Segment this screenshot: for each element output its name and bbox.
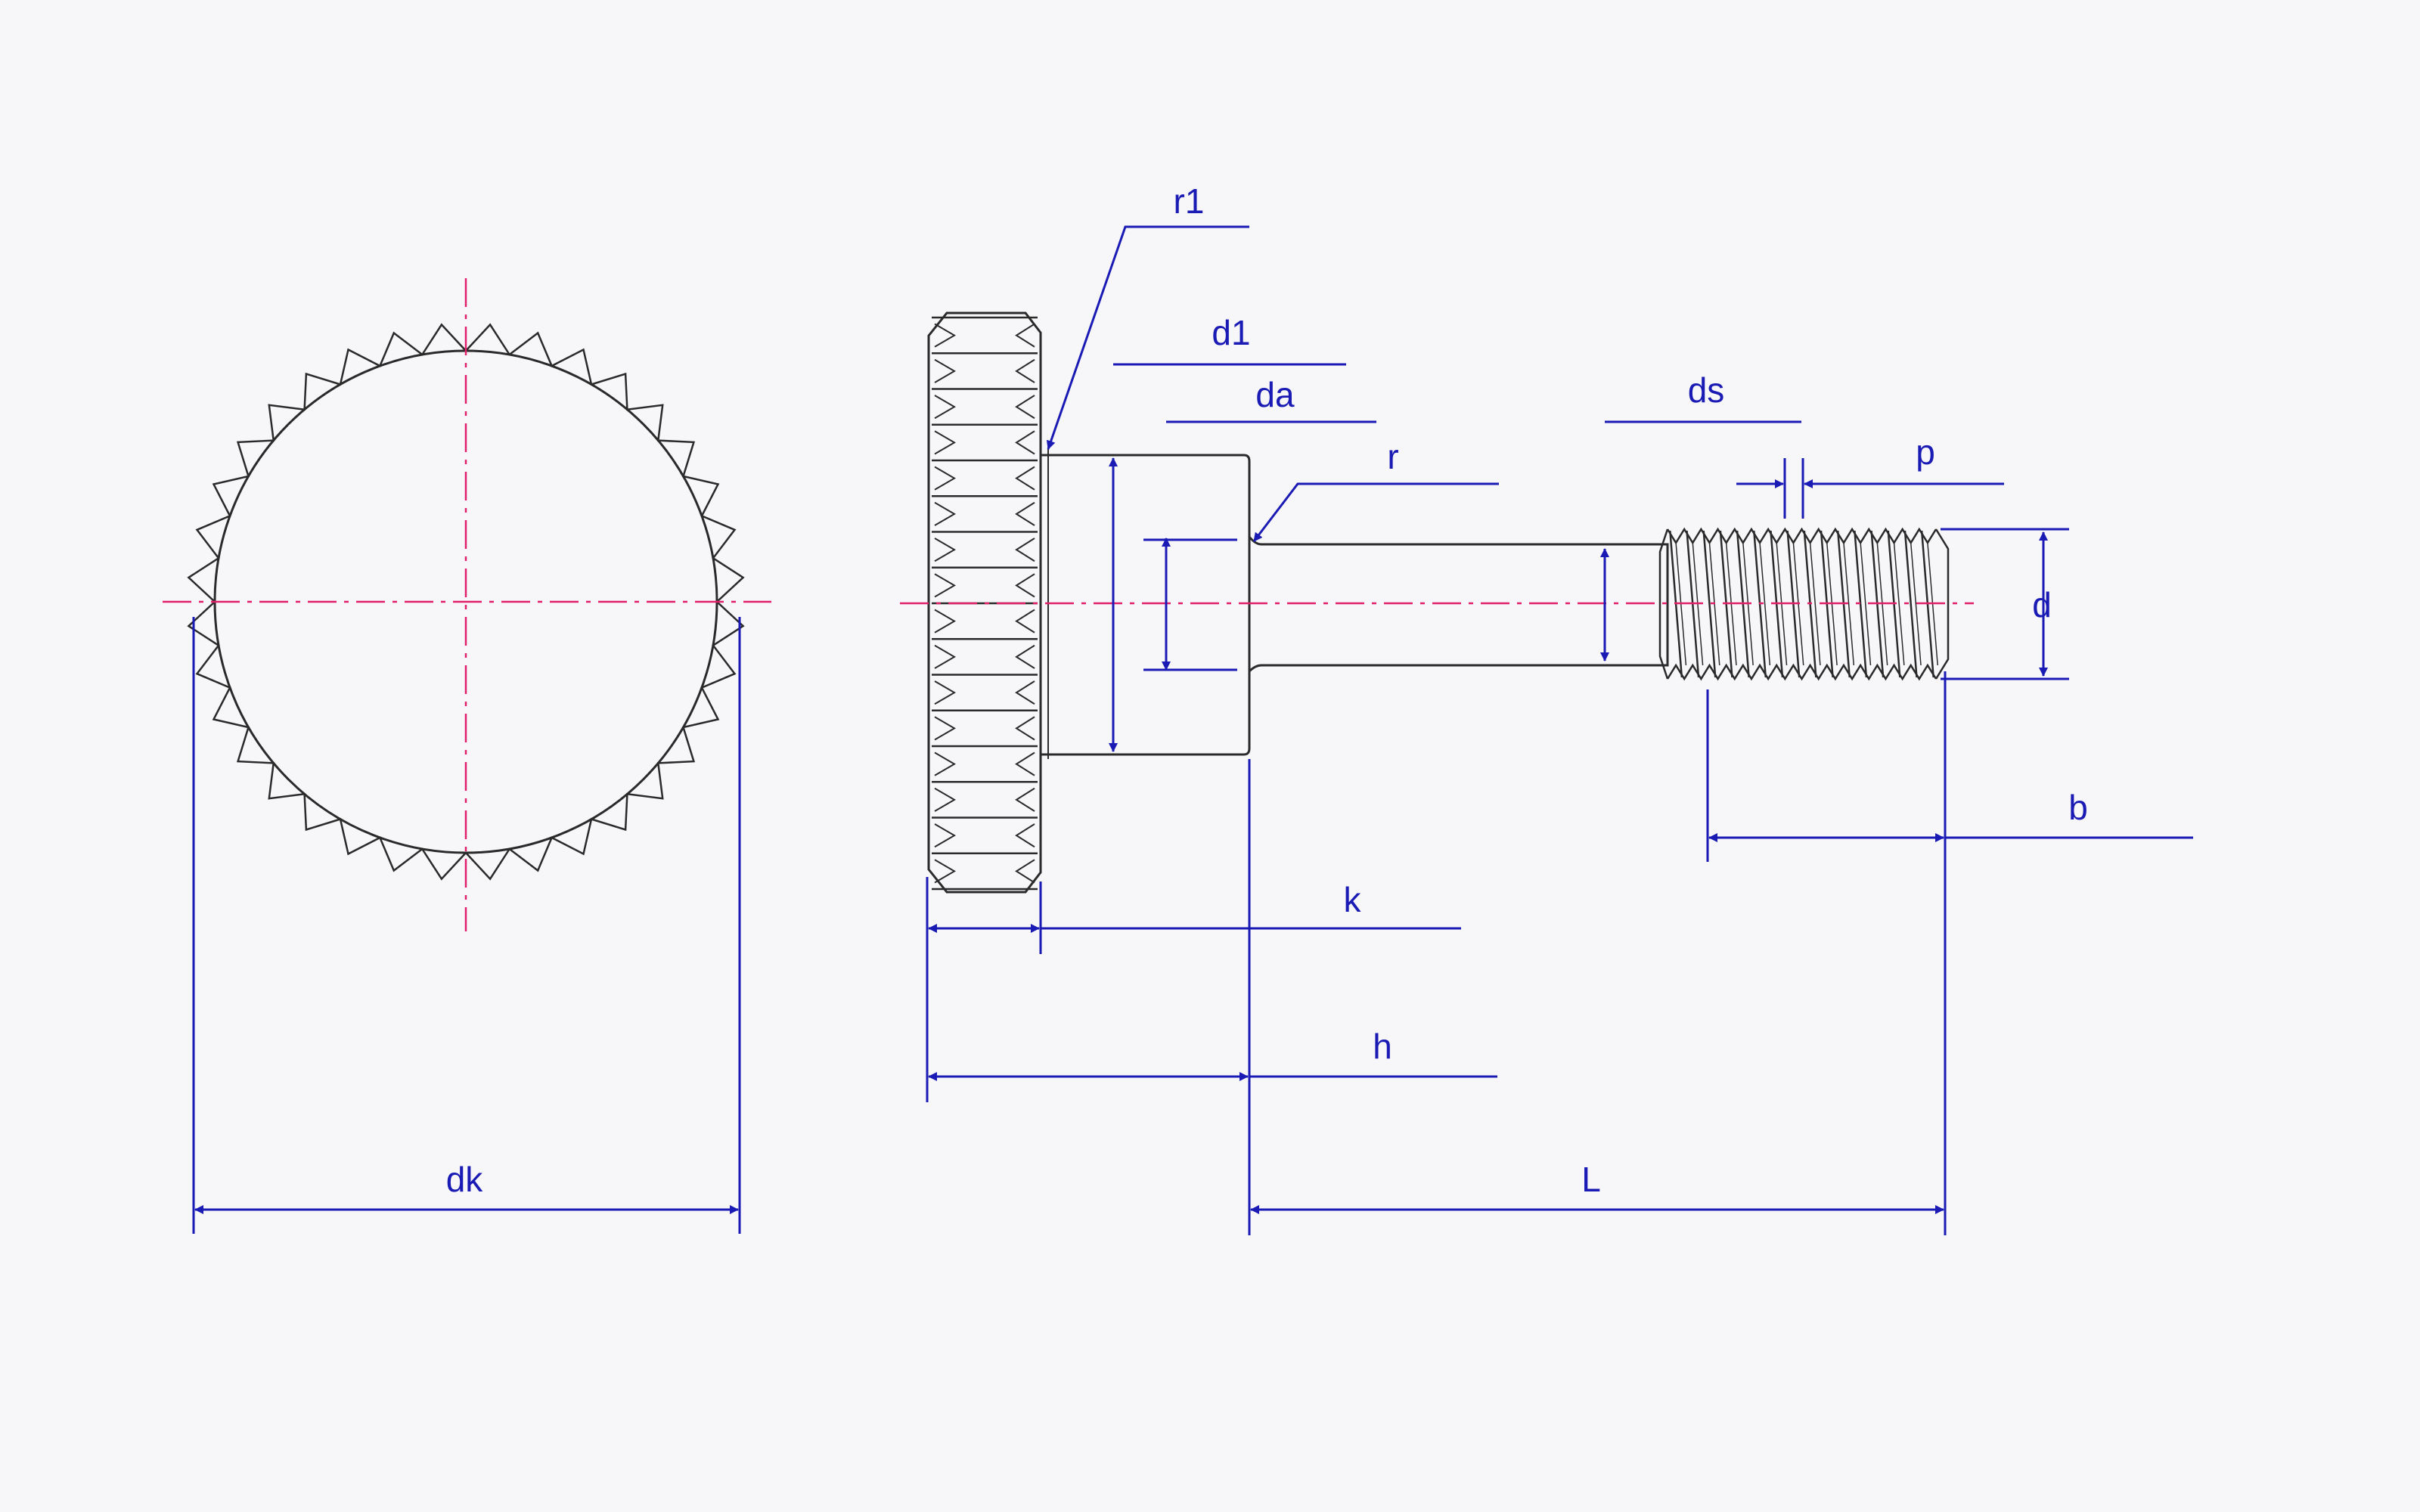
thread-flank-line: [1854, 530, 1868, 678]
knurl-chevron: [934, 859, 956, 884]
thread-root-line: [1843, 542, 1855, 666]
knurl-chevron: [934, 609, 956, 634]
knurl-chevron: [1015, 787, 1035, 812]
label-r: r: [1387, 437, 1398, 476]
knurl-chevron: [934, 358, 956, 383]
thread-root-line: [1809, 542, 1821, 666]
thread-flank-line: [1903, 530, 1918, 678]
knurl-ridges: [932, 316, 1038, 891]
knurl-chevron: [934, 538, 956, 562]
label-ds: ds: [1688, 370, 1725, 410]
thread-root-line: [1910, 542, 1922, 666]
knurl-chevron: [934, 573, 956, 598]
knurl-chevron: [1015, 716, 1035, 741]
knurl-chevron: [934, 430, 956, 455]
thread-root-line: [1860, 542, 1872, 666]
thread-root-line: [1893, 542, 1905, 666]
label-dk: dk: [446, 1160, 484, 1199]
knurl-chevron: [1015, 823, 1035, 848]
knurl-chevron: [934, 716, 956, 741]
knurl-chevron: [934, 787, 956, 812]
knurl-chevron: [934, 501, 956, 526]
collar-outline: [1041, 454, 1251, 756]
label-L: L: [1581, 1160, 1601, 1199]
knurl-chevron: [934, 395, 956, 420]
knurl-chevron: [1015, 395, 1035, 420]
thread-crest-top: [1666, 527, 1938, 545]
thread-crest-bottom: [1666, 663, 1938, 681]
knurl-chevron: [1015, 430, 1035, 455]
knurl-chevron: [1015, 501, 1035, 526]
knurl-chevron: [1015, 538, 1035, 562]
label-b: b: [2068, 788, 2088, 827]
knurl-chevron: [934, 823, 956, 848]
knurl-chevron: [934, 323, 956, 348]
front-view: [163, 278, 771, 931]
side-view: [900, 311, 1974, 894]
r1-leader: [1046, 225, 1249, 450]
label-h: h: [1373, 1027, 1392, 1066]
knurl-chevron: [934, 466, 956, 491]
label-p: p: [1916, 432, 1935, 472]
label-r1: r1: [1174, 181, 1205, 221]
thread-root-line: [1759, 542, 1771, 666]
label-d1: d1: [1212, 313, 1250, 352]
knurl-chevron: [1015, 680, 1035, 705]
thread-start-runout: [1658, 528, 1669, 680]
knurl-chevron: [1015, 859, 1035, 884]
knurl-chevron: [1015, 358, 1035, 383]
knurl-chevron: [1015, 323, 1035, 348]
knurl-chevron: [934, 644, 956, 669]
knurl-chevron: [1015, 644, 1035, 669]
knurl-chevron: [1015, 573, 1035, 598]
thread-flank-line: [1702, 530, 1717, 678]
knurl-chevron: [1015, 466, 1035, 491]
r-leader: [1252, 482, 1499, 542]
head-outline: [927, 311, 1042, 894]
thread-end-chamfer: [1934, 528, 1950, 680]
knurl-chevron: [1015, 751, 1035, 776]
label-da: da: [1255, 375, 1295, 414]
dimensions: [192, 225, 2193, 1235]
knurl-chevron: [1015, 609, 1035, 634]
label-d: d: [2032, 585, 2052, 624]
knurl-chevron: [934, 751, 956, 776]
knurl-chevron: [934, 680, 956, 705]
label-k: k: [1344, 880, 1362, 919]
